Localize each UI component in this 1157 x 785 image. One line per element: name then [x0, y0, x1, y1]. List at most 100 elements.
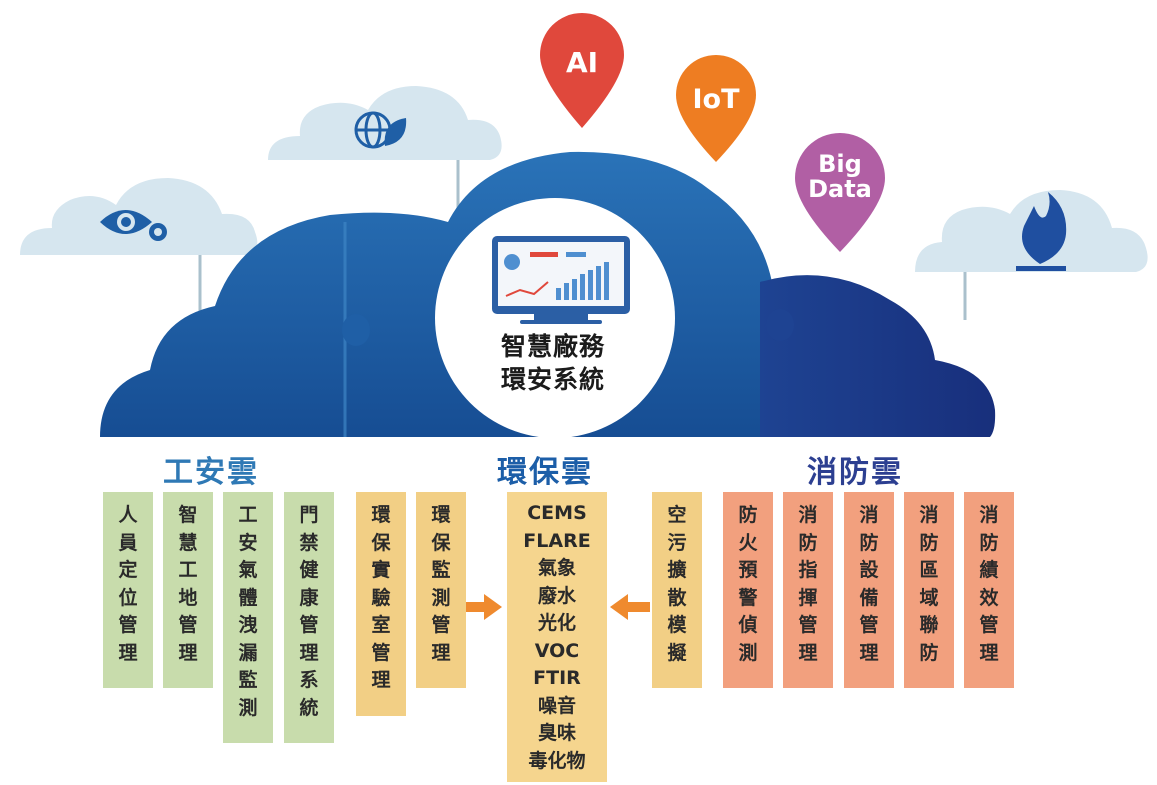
- column-char: 管: [178, 614, 198, 636]
- column-char: 慧: [178, 531, 198, 554]
- column-char: 消: [919, 504, 939, 526]
- column-char: 理: [118, 641, 138, 664]
- column-char: 測: [738, 641, 758, 664]
- pin-ai-label: AI: [565, 46, 599, 79]
- column-char: 管: [979, 614, 999, 636]
- column-char: 防: [798, 531, 818, 554]
- column-char: 理: [371, 669, 391, 691]
- column-char: 理: [859, 641, 879, 664]
- column-char: 驗: [371, 586, 391, 609]
- column-char: 管: [299, 614, 319, 636]
- column-char: 工: [238, 504, 258, 526]
- column-char: 防: [979, 531, 999, 554]
- column-char: 理: [979, 641, 999, 664]
- column-char: 防: [919, 641, 939, 664]
- column-char: 人: [118, 504, 138, 526]
- column-char: 警: [738, 586, 758, 609]
- industrial-column: 工安氣體洩漏監測: [223, 492, 273, 743]
- environmental-column: 空污擴散模擬: [652, 492, 702, 688]
- column-char: 管: [431, 614, 451, 636]
- column-char: 火: [738, 531, 758, 554]
- column-char: 防: [738, 504, 758, 526]
- column-char: 測: [238, 696, 258, 719]
- column-char: 員: [118, 531, 138, 554]
- monitoring-item: 臭味: [537, 722, 576, 744]
- column-char: 備: [859, 586, 879, 609]
- arrow-right: [462, 594, 502, 620]
- column-char: 保: [431, 531, 451, 554]
- small-cloud-top: [268, 86, 502, 160]
- column-char: 理: [178, 641, 198, 664]
- column-char: 智: [178, 504, 198, 526]
- column-char: 環: [371, 504, 391, 526]
- fire-column: 消防區域聯防: [904, 492, 954, 688]
- column-char: 測: [431, 586, 451, 609]
- column-char: 安: [238, 531, 258, 554]
- column-char: 統: [299, 696, 319, 719]
- center-title-line2: 環安系統: [500, 365, 605, 394]
- column-char: 指: [798, 559, 818, 581]
- arrow-left: [610, 594, 650, 620]
- column-char: 保: [371, 531, 391, 554]
- monitoring-item: VOC: [534, 639, 580, 662]
- column-char: 位: [118, 586, 138, 609]
- column-char: 防: [859, 531, 879, 554]
- category-industrial-safety: 工安雲: [163, 455, 259, 490]
- environmental-column: 環保監測管理: [416, 492, 466, 688]
- monitoring-item: 噪音: [537, 694, 576, 717]
- column-char: 定: [118, 559, 138, 581]
- column-char: 擬: [667, 641, 687, 664]
- column-char: 系: [299, 669, 319, 691]
- column-char: 績: [979, 559, 999, 581]
- center-title: 智慧廠務 環安系統: [478, 330, 628, 396]
- column-char: 地: [178, 586, 198, 609]
- column-char: 監: [431, 559, 451, 581]
- column-char: 區: [919, 559, 939, 581]
- category-fire: 消防雲: [807, 455, 903, 490]
- column-char: 監: [238, 669, 258, 691]
- column-char: 預: [738, 559, 758, 581]
- column-char: 管: [371, 641, 391, 664]
- fire-column: 消防指揮管理: [783, 492, 833, 688]
- column-char: 聯: [919, 614, 939, 636]
- monitoring-item: 毒化物: [528, 749, 586, 772]
- fire-column: 消防績效管理: [964, 492, 1014, 688]
- column-char: 實: [371, 559, 391, 581]
- column-char: 偵: [738, 614, 758, 636]
- pin-iot-label: IoT: [692, 84, 740, 115]
- column-char: 理: [798, 641, 818, 664]
- column-char: 污: [667, 531, 687, 554]
- column-char: 消: [798, 504, 818, 526]
- column-char: 模: [667, 614, 687, 636]
- pin-bigdata-line2: Data: [808, 175, 872, 204]
- column-char: 揮: [798, 586, 818, 609]
- column-char: 域: [919, 586, 939, 609]
- column-char: 消: [859, 504, 879, 526]
- fire-column: 防火預警偵測: [723, 492, 773, 688]
- column-char: 消: [979, 504, 999, 526]
- fire-column: 消防設備管理: [844, 492, 894, 688]
- column-char: 散: [667, 586, 687, 609]
- column-char: 漏: [238, 641, 258, 664]
- industrial-column: 門禁健康管理系統: [284, 492, 334, 743]
- globe-leaf-icon: [354, 111, 407, 149]
- pin-ai: [540, 13, 624, 128]
- environmental-column: 環保實驗室管理: [356, 492, 406, 716]
- industrial-column: 人員定位管理: [103, 492, 153, 688]
- column-char: 擴: [667, 559, 687, 581]
- column-char: 設: [859, 559, 879, 581]
- eye-gear-icon: [100, 210, 167, 241]
- dashboard-monitor-icon: [492, 236, 630, 324]
- flame-icon: [1016, 192, 1067, 271]
- column-char: 管: [118, 614, 138, 636]
- monitoring-item: CEMS: [527, 502, 587, 524]
- column-char: 洩: [238, 614, 258, 636]
- column-char: 環: [431, 504, 451, 526]
- center-title-line1: 智慧廠務: [500, 332, 605, 361]
- monitoring-item: 光化: [537, 612, 576, 634]
- column-char: 氣: [238, 559, 258, 581]
- pin-bigdata-line1: Big: [818, 150, 862, 178]
